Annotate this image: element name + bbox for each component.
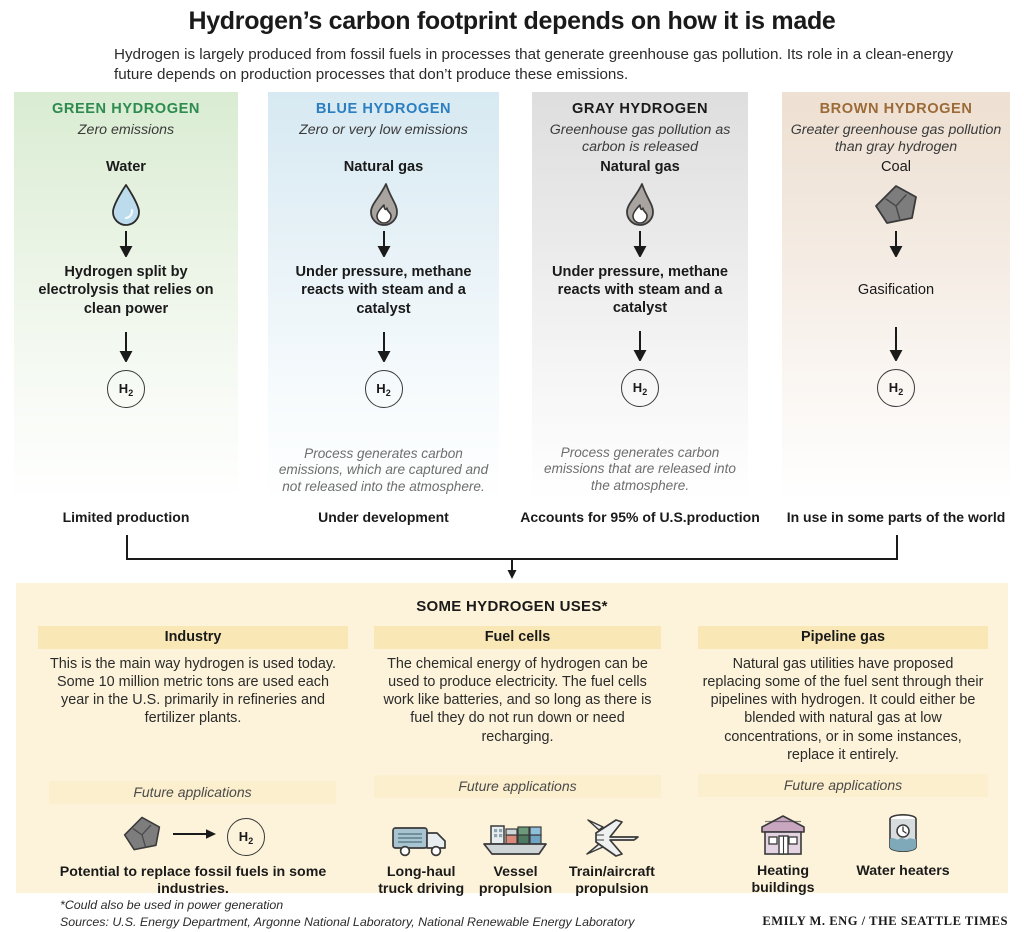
use-column-fuel-cells: Fuel cells The chemical energy of hydrog… (374, 626, 661, 898)
arrow-down-icon (782, 230, 1010, 257)
process-text: Hydrogen split by electrolysis that reli… (38, 264, 214, 317)
page-title: Hydrogen’s carbon footprint depends on h… (188, 7, 836, 35)
panel-green-hydrogen: GREEN HYDROGEN Zero emissions Water Hydr… (14, 92, 238, 502)
panel-note: Process generates carbon emissions that … (544, 444, 736, 494)
process-text: Under pressure, methane reacts with stea… (552, 263, 728, 316)
process-text: Under pressure, methane reacts with stea… (295, 264, 472, 317)
footnote: *Could also be used in power generation … (60, 897, 634, 930)
h2-output-badge: H2 (877, 368, 915, 407)
h2-output-badge: H2 (364, 369, 403, 408)
arrow-down-icon (268, 331, 499, 362)
panel-title: BROWN HYDROGEN (819, 101, 973, 117)
use-column-industry: Industry This is the main way hydrogen i… (38, 626, 348, 898)
coal-lump-icon (121, 814, 163, 859)
panel-subtitle: Zero or very low emissions (299, 122, 468, 138)
airplane-icon (563, 806, 661, 860)
panel-subtitle: Zero emissions (77, 122, 175, 138)
cargo-ship-icon (468, 806, 562, 860)
house-icon (735, 805, 831, 859)
h2-output-badge: H2 (227, 817, 265, 856)
status-brown: In use in some parts of the world (786, 509, 1006, 525)
status-row: Limited production Under development Acc… (0, 509, 1024, 531)
status-blue: Under development (318, 509, 449, 525)
use-column-body: Natural gas utilities have proposed repl… (702, 656, 984, 763)
footnote-line-2: Sources: U.S. Energy Department, Argonne… (60, 914, 635, 929)
water-droplet-icon (14, 179, 238, 231)
future-applications-head: Future applications (698, 773, 988, 797)
coal-lump-icon (782, 179, 1010, 231)
application-item: Long-haul truck driving (374, 806, 468, 898)
future-applications-head: Future applications (374, 774, 661, 798)
application-label: Vessel propulsion (478, 863, 553, 897)
panel-gray-hydrogen: GRAY HYDROGEN Greenhouse gas pollution a… (532, 92, 748, 502)
application-item: Water heaters (855, 805, 951, 897)
panel-blue-hydrogen: BLUE HYDROGEN Zero or very low emissions… (268, 92, 499, 502)
use-column-body: The chemical energy of hydrogen can be u… (383, 656, 652, 745)
panel-title: GRAY HYDROGEN (571, 101, 709, 117)
water-heater-icon (855, 805, 951, 859)
panel-title: BLUE HYDROGEN (315, 101, 452, 117)
h2-output-badge: H2 (621, 368, 659, 407)
use-column-head: Fuel cells (374, 626, 661, 649)
replacement-caption: Potential to replace fossil fuels in som… (59, 863, 327, 897)
process-text: Gasification (857, 281, 935, 298)
application-item: Train/aircraft propulsion (563, 806, 661, 898)
truck-icon (374, 806, 468, 860)
convergence-bracket (0, 533, 1024, 579)
panel-title: GREEN HYDROGEN (52, 101, 200, 117)
panel-subtitle: Greater greenhouse gas pollution than gr… (790, 122, 1002, 156)
panel-subtitle: Greenhouse gas pollution as carbon is re… (549, 122, 731, 156)
application-item: Heating buildings (735, 805, 831, 897)
arrow-down-icon (532, 230, 748, 257)
use-column-head: Industry (38, 626, 348, 649)
arrow-down-icon (14, 331, 238, 362)
feedstock-label: Natural gas (343, 159, 424, 176)
arrow-right-icon (173, 827, 217, 846)
application-label: Long-haul truck driving (378, 863, 465, 897)
arrow-down-icon (532, 330, 748, 361)
application-label: Heating buildings (751, 862, 815, 896)
production-panels: GREEN HYDROGEN Zero emissions Water Hydr… (0, 92, 1024, 502)
arrow-down-icon (268, 231, 499, 258)
use-column-head: Pipeline gas (698, 626, 988, 649)
application-row: Long-haul truck driving (374, 806, 661, 898)
arrow-down-icon (14, 231, 238, 258)
credit-line: EMILY M. ENG / THE SEATTLE TIMES (762, 914, 1008, 928)
feedstock-label: Water (105, 159, 146, 176)
arrow-down-icon (782, 326, 1010, 361)
page-deck: Hydrogen is largely produced from fossil… (114, 45, 954, 84)
use-column-pipeline-gas: Pipeline gas Natural gas utilities have … (698, 626, 988, 897)
feedstock-label: Natural gas (600, 158, 680, 175)
status-green: Limited production (62, 509, 190, 525)
uses-title: SOME HYDROGEN USES* (416, 598, 608, 615)
hydrogen-uses-box: SOME HYDROGEN USES* Industry This is the… (16, 583, 1008, 897)
h2-output-badge: H2 (107, 369, 145, 408)
footnote-line-1: *Could also be used in power generation (60, 898, 284, 912)
panel-brown-hydrogen: BROWN HYDROGEN Greater greenhouse gas po… (782, 92, 1010, 502)
application-label: Water heaters (856, 862, 950, 879)
application-item: Vessel propulsion (468, 806, 562, 898)
application-label: Train/aircraft propulsion (568, 863, 655, 897)
use-column-body: This is the main way hydrogen is used to… (49, 656, 337, 727)
gas-flame-droplet-icon (268, 179, 499, 231)
future-applications-head: Future applications (49, 780, 336, 804)
feedstock-label: Coal (880, 158, 911, 175)
coal-to-hydrogen-graphic: H2 (38, 814, 348, 860)
gas-flame-droplet-icon (532, 179, 748, 231)
status-gray: Accounts for 95% of U.S.production (520, 509, 760, 525)
application-row: Heating buildings Water (698, 805, 988, 897)
panel-note: Process generates carbon emissions, whic… (278, 445, 489, 494)
